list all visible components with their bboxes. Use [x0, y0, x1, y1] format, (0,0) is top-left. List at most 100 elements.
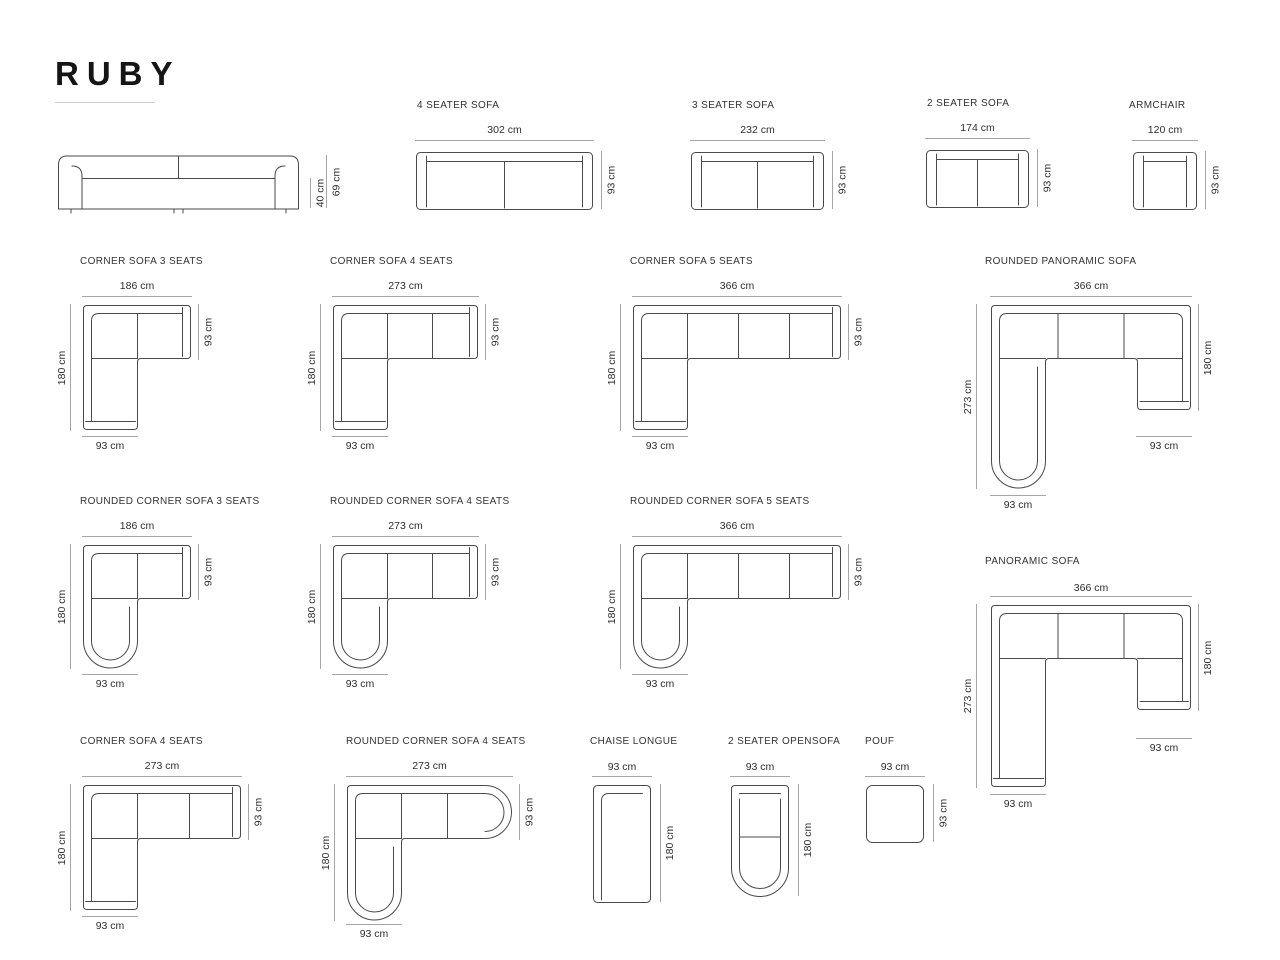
dim-line: [332, 536, 479, 537]
dim-leg-width: 93 cm: [345, 440, 375, 452]
dim-width: 366 cm: [1073, 280, 1109, 292]
dim-depth: 93 cm: [1209, 165, 1221, 195]
4-seater-sofa-drawing: [416, 152, 593, 210]
rounded-corner-sofa-4-seats-left-drawing: [347, 785, 512, 921]
dim-line: [70, 784, 71, 911]
figure-chaise-longue: CHAISE LONGUE 93 cm 180 cm: [590, 736, 710, 946]
dim-right-leg-width: 93 cm: [1149, 440, 1179, 452]
corner-sofa-4-seats-left-drawing: [83, 785, 241, 910]
dim-line: [332, 436, 388, 437]
dim-width: 366 cm: [1073, 582, 1109, 594]
dim-depth: 93 cm: [836, 165, 848, 195]
dim-height: 180 cm: [56, 589, 68, 624]
2-seater-opensofa-drawing: [731, 785, 789, 897]
dim-line: [70, 544, 71, 669]
dim-line: [990, 794, 1046, 795]
dim-width: 273 cm: [412, 760, 447, 772]
dim-width: 273 cm: [388, 520, 423, 532]
dim-height: 180 cm: [320, 835, 332, 870]
dim-line: [925, 138, 1030, 139]
figure-label: CHAISE LONGUE: [590, 736, 678, 747]
dim-left-leg-width: 93 cm: [1003, 499, 1033, 511]
figure-label: ROUNDED CORNER SOFA 5 SEATS: [630, 496, 810, 507]
dim-leg-width: 93 cm: [645, 440, 675, 452]
dim-leg-width: 93 cm: [345, 678, 375, 690]
figure-2-seater-opensofa: 2 SEATER OPENSOFA 93 cm 180 cm: [728, 736, 848, 946]
dim-height: 180 cm: [306, 589, 318, 624]
dim-total-height: 69 cm: [330, 167, 342, 196]
dim-height: 180 cm: [56, 350, 68, 385]
dim-left-leg-width: 93 cm: [1003, 798, 1033, 810]
dim-leg-width: 93 cm: [645, 678, 675, 690]
figure-label: POUF: [865, 736, 895, 747]
figure-label: 2 SEATER SOFA: [927, 98, 1010, 109]
figure-rounded-corner-sofa-4-seats: ROUNDED CORNER SOFA 4 SEATS 273 cm 180 c…: [306, 496, 536, 706]
3-seater-sofa-drawing: [691, 152, 824, 210]
dim-line: [82, 436, 138, 437]
figure-3-seater-sofa: 3 SEATER SOFA 232 cm 93 cm: [690, 100, 890, 220]
dim-line: [1132, 140, 1198, 141]
dim-line: [620, 304, 621, 431]
figure-corner-sofa-5-seats: CORNER SOFA 5 SEATS 366 cm 180 cm 93 cm …: [606, 256, 896, 466]
dim-line: [82, 674, 138, 675]
dim-line: [320, 304, 321, 431]
figure-panoramic-sofa: PANORAMIC SOFA 366 cm 273 cm 180 cm 93 c…: [958, 556, 1258, 816]
dim-depth: 93 cm: [605, 165, 617, 195]
dim-leg-width: 93 cm: [95, 678, 125, 690]
dim-line: [976, 604, 977, 788]
dim-width: 186 cm: [119, 520, 155, 532]
corner-sofa-4-seats-drawing: [333, 305, 478, 430]
dim-line: [990, 495, 1046, 496]
dim-line: [1198, 604, 1199, 711]
dim-line: [82, 916, 138, 917]
dim-line: [1037, 149, 1038, 207]
dim-line: [1136, 738, 1192, 739]
figure-label: CORNER SOFA 3 SEATS: [80, 256, 204, 267]
dim-line: [848, 544, 849, 600]
figure-label: 3 SEATER SOFA: [692, 100, 775, 111]
dim-right-leg-width: 93 cm: [1149, 742, 1179, 754]
dim-width: 186 cm: [119, 280, 155, 292]
dim-line: [632, 536, 842, 537]
dim-line: [798, 784, 799, 896]
dim-width: 366 cm: [719, 280, 755, 292]
dim-depth: 93 cm: [937, 798, 949, 828]
dim-width: 93 cm: [607, 761, 637, 773]
pouf-drawing: [866, 785, 924, 843]
figure-rounded-corner-sofa-4-seats-left: ROUNDED CORNER SOFA 4 SEATS 273 cm 180 c…: [320, 736, 580, 946]
figure-2-seater-sofa: 2 SEATER SOFA 174 cm 93 cm: [925, 98, 1095, 218]
figure-label: ROUNDED CORNER SOFA 4 SEATS: [346, 736, 526, 747]
figure-label: ROUNDED PANORAMIC SOFA: [985, 256, 1137, 267]
dim-leg-width: 93 cm: [95, 920, 125, 932]
chaise-longue-drawing: [593, 785, 651, 903]
dim-depth: 93 cm: [852, 317, 864, 347]
figure-rounded-panoramic-sofa: ROUNDED PANORAMIC SOFA 366 cm 273 cm 180…: [958, 256, 1258, 516]
dim-line: [70, 304, 71, 431]
dim-leg-width: 93 cm: [359, 928, 389, 940]
dim-length: 180 cm: [664, 825, 676, 861]
dim-line: [990, 596, 1192, 597]
dim-line: [485, 304, 486, 360]
dim-line: [832, 151, 833, 209]
dim-height: 180 cm: [606, 589, 618, 624]
dim-left-height: 273 cm: [962, 379, 974, 414]
figure-pouf: POUF 93 cm 93 cm: [863, 736, 973, 876]
dim-line: [601, 151, 602, 209]
dim-width: 366 cm: [719, 520, 755, 532]
figure-rounded-corner-sofa-3-seats: ROUNDED CORNER SOFA 3 SEATS 186 cm 180 c…: [56, 496, 286, 706]
dim-height: 180 cm: [56, 830, 68, 865]
figure-sofa-front-view: 40 cm 69 cm: [55, 140, 355, 230]
dim-line: [198, 544, 199, 600]
corner-sofa-5-seats-drawing: [633, 305, 841, 430]
2-seater-sofa-drawing: [926, 150, 1029, 208]
dim-line: [848, 304, 849, 360]
dim-depth: 93 cm: [489, 317, 501, 347]
title-underline: [55, 102, 155, 103]
figure-label: PANORAMIC SOFA: [985, 556, 1080, 567]
rounded-corner-sofa-3-seats-drawing: [83, 545, 191, 669]
dim-line: [82, 776, 242, 777]
armchair-drawing: [1133, 152, 1197, 210]
dim-line: [346, 776, 513, 777]
figure-label: ROUNDED CORNER SOFA 4 SEATS: [330, 496, 510, 507]
dim-width: 302 cm: [487, 124, 522, 136]
